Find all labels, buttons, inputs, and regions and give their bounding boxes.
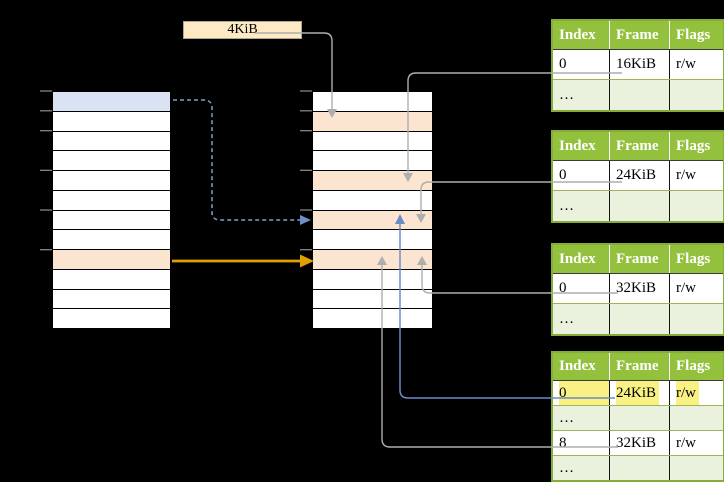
cell-index: … xyxy=(553,456,610,480)
cell-flags xyxy=(670,406,723,430)
memory-row xyxy=(53,209,170,230)
page-table-2: Index Frame Flags 0 24KiB r/w … xyxy=(551,130,724,223)
table-row-ellipsis: … xyxy=(553,405,723,430)
page-table-header: Index Frame Flags xyxy=(553,245,723,273)
table-row: 0 32KiB r/w xyxy=(553,273,723,303)
cell-frame: 24KiB xyxy=(610,381,670,405)
cell-index: 8 xyxy=(553,431,610,455)
memory-row xyxy=(53,130,170,151)
page-table-1: Index Frame Flags 0 16KiB r/w … xyxy=(551,19,724,112)
cell-flags: r/w xyxy=(670,381,723,405)
connector-virtual-page-to-frame-orange xyxy=(172,254,314,268)
table-row: 0 24KiB r/w xyxy=(553,160,723,190)
cell-flags xyxy=(670,191,723,221)
physical-frame-32kib xyxy=(313,249,432,269)
cell-frame: 32KiB xyxy=(610,431,670,455)
cell-frame: 24KiB xyxy=(610,161,670,190)
cell-index: … xyxy=(553,406,610,430)
cell-frame: 16KiB xyxy=(610,50,670,79)
memory-row xyxy=(53,170,170,190)
memory-row xyxy=(53,110,170,131)
cell-frame xyxy=(610,456,670,480)
memory-row xyxy=(313,189,432,210)
yellow-highlight: 24KiB xyxy=(616,381,660,405)
table-row: 0 16KiB r/w xyxy=(553,49,723,79)
cell-index: 0 xyxy=(553,274,610,303)
cell-frame xyxy=(610,191,670,221)
memory-row xyxy=(53,229,170,249)
memory-row xyxy=(313,92,432,111)
cell-flags: r/w xyxy=(676,167,696,183)
header-index: Index xyxy=(553,21,610,49)
physical-frame-4kib xyxy=(313,110,432,131)
memory-row xyxy=(53,308,170,328)
header-flags: Flags xyxy=(676,251,711,267)
arrow-right-icon xyxy=(300,215,311,225)
header-flags: Flags xyxy=(676,27,711,43)
virtual-memory-row-selected xyxy=(53,92,170,111)
physical-frame-16kib xyxy=(313,170,432,190)
table-row-ellipsis: … xyxy=(553,455,723,480)
virtual-memory-column xyxy=(52,91,171,329)
header-flags: Flags xyxy=(676,358,711,374)
cell-flags: r/w xyxy=(676,435,696,451)
table-row-ellipsis: … xyxy=(553,79,723,110)
page-table-header: Index Frame Flags xyxy=(553,132,723,160)
cell-flags xyxy=(670,304,723,334)
page-table-header: Index Frame Flags xyxy=(553,21,723,49)
page-size-label: 4KiB xyxy=(183,21,302,39)
cell-frame: 32KiB xyxy=(610,274,670,303)
cell-index: … xyxy=(553,80,610,110)
header-index: Index xyxy=(553,353,610,380)
header-frame: Frame xyxy=(610,21,670,49)
table-row: 8 32KiB r/w xyxy=(553,430,723,455)
header-frame: Frame xyxy=(610,245,670,273)
memory-row xyxy=(53,288,170,309)
table-row-ellipsis: … xyxy=(553,303,723,334)
cell-flags: r/w xyxy=(676,280,696,296)
physical-frame-24kib xyxy=(313,209,432,230)
cell-frame xyxy=(610,304,670,334)
cell-flags xyxy=(670,80,723,110)
cell-frame xyxy=(610,80,670,110)
table-row-highlighted: 0 24KiB r/w xyxy=(553,380,723,405)
physical-memory-column xyxy=(312,91,433,329)
cell-index: 0 xyxy=(553,50,610,79)
header-flags: Flags xyxy=(676,138,711,154)
memory-row xyxy=(53,268,170,289)
memory-row xyxy=(313,130,432,151)
page-table-header: Index Frame Flags xyxy=(553,353,723,380)
memory-row xyxy=(313,268,432,289)
connector-virtual-page-to-frame-dashed xyxy=(173,99,311,225)
memory-row xyxy=(53,189,170,210)
table-row-ellipsis: … xyxy=(553,190,723,221)
virtual-memory-row-mapped xyxy=(53,249,170,269)
cell-index: … xyxy=(553,304,610,334)
cell-index: 0 xyxy=(553,381,610,405)
cell-flags: r/w xyxy=(676,56,696,72)
memory-row xyxy=(53,150,170,170)
cell-frame xyxy=(610,406,670,430)
header-index: Index xyxy=(553,132,610,160)
cell-flags xyxy=(670,456,723,480)
memory-row xyxy=(313,229,432,249)
yellow-highlight: r/w xyxy=(676,381,699,405)
memory-row xyxy=(313,150,432,170)
header-frame: Frame xyxy=(610,132,670,160)
page-table-3: Index Frame Flags 0 32KiB r/w … xyxy=(551,243,724,336)
yellow-highlight: 0 xyxy=(559,381,609,405)
cell-index: … xyxy=(553,191,610,221)
header-frame: Frame xyxy=(610,353,670,380)
page-table-4: Index Frame Flags 0 24KiB r/w … 8 32KiB … xyxy=(551,351,724,482)
memory-row xyxy=(313,308,432,328)
memory-row xyxy=(313,288,432,309)
header-index: Index xyxy=(553,245,610,273)
cell-index: 0 xyxy=(553,161,610,190)
